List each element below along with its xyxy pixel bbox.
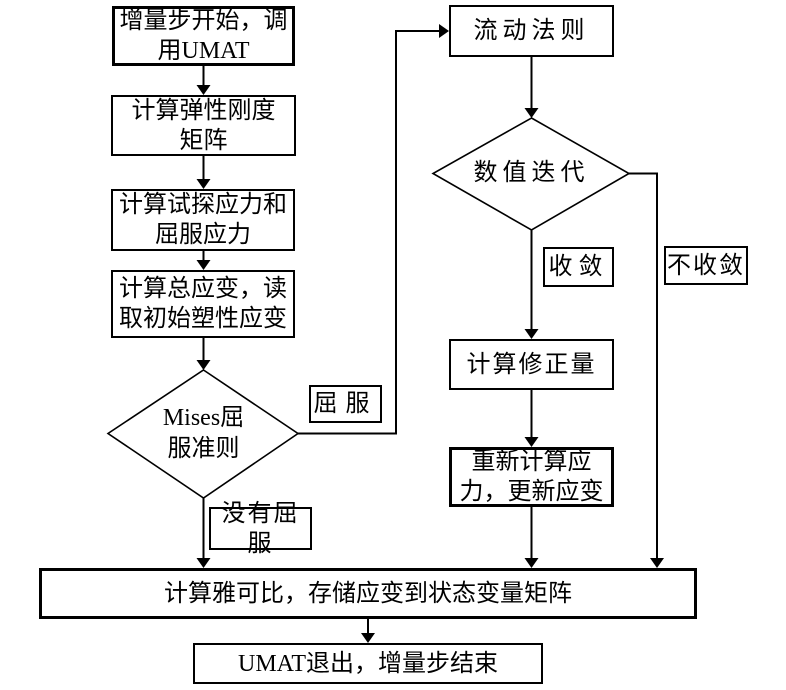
arrowhead-down-icon — [196, 260, 211, 270]
arrowhead-down-icon — [524, 558, 539, 568]
arrowhead-down-icon — [196, 85, 211, 95]
arrowhead-right-icon — [439, 24, 449, 38]
arrowhead-down-icon — [196, 360, 211, 370]
jacobian-node: 计算雅可比，存储应变到状态变量矩阵 — [39, 568, 697, 619]
arrowhead-down-icon — [524, 437, 539, 447]
no-yield-edge-label: 没有屈服 — [209, 501, 312, 557]
mises-decision-diamond — [106, 369, 300, 499]
yield-edge-label: 屈服 — [309, 385, 382, 423]
start-node: 增量步开始，调 用UMAT — [112, 6, 295, 66]
iteration-decision-diamond — [431, 117, 631, 231]
arrowhead-down-icon — [361, 633, 375, 643]
edge-mises-yield-to-flow-rule — [298, 30, 440, 435]
converged-edge-label: 收敛 — [543, 247, 614, 287]
elastic-stiffness-node: 计算弹性刚度 矩阵 — [111, 95, 296, 156]
arrowhead-down-icon — [196, 179, 211, 189]
arrowhead-down-icon — [524, 108, 539, 118]
total-strain-node: 计算总应变，读 取初始塑性应变 — [111, 270, 295, 338]
not-converged-edge-label: 不收敛 — [664, 246, 748, 285]
arrowhead-down-icon — [196, 558, 211, 568]
correction-node: 计算修正量 — [449, 339, 614, 390]
recalculate-node: 重新计算应 力，更新应变 — [449, 447, 614, 507]
arrowhead-down-icon — [524, 329, 539, 339]
edge-iteration-not-converged-to-jacobian — [629, 172, 658, 561]
mises-decision-label: Mises屈 服准则 — [162, 405, 245, 462]
trial-stress-node: 计算试探应力和 屈服应力 — [111, 189, 295, 251]
flow-rule-node: 流动法则 — [449, 5, 614, 57]
iteration-decision-label: 数值迭代 — [473, 160, 590, 186]
arrowhead-down-icon — [650, 558, 664, 568]
exit-node: UMAT退出，增量步结束 — [193, 643, 543, 684]
